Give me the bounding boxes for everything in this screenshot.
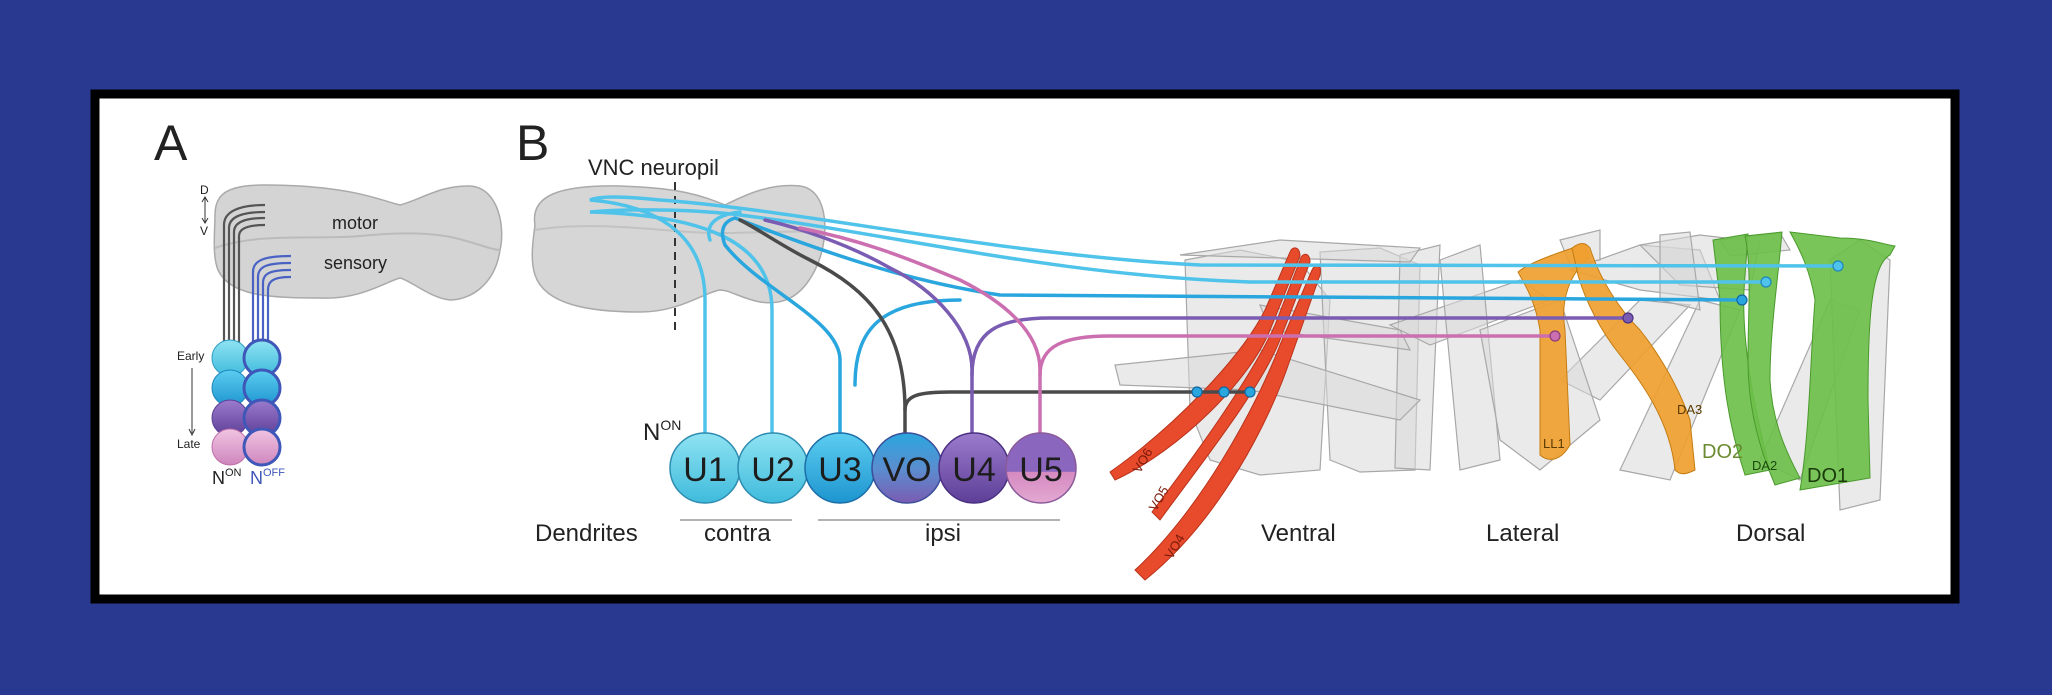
neuron-vo-label: VO: [882, 451, 931, 489]
ventral-label: V: [200, 224, 208, 238]
da3-label: DA3: [1677, 402, 1702, 417]
neuron-u3-label: U3: [818, 451, 861, 489]
do1-label: DO1: [1807, 465, 1848, 487]
neuron-u5: [1005, 432, 1077, 504]
dendrites-label: Dendrites: [535, 520, 638, 547]
motor-label: motor: [332, 213, 378, 233]
n-on-label-b: NON: [643, 417, 681, 446]
off-neuron-stack: [242, 338, 282, 467]
vnc-neuropil-a: [213, 184, 503, 301]
da2-label: DA2: [1752, 458, 1777, 473]
n-off-label-a: NOFF: [250, 467, 285, 488]
panel-a: A motor sensory D V Early Late: [154, 115, 503, 488]
figure-panel: [90, 89, 1960, 604]
ipsi-label: ipsi: [925, 520, 961, 547]
late-label: Late: [177, 437, 201, 451]
neuron-u2-label: U2: [751, 451, 794, 489]
panel-b-letter: B: [516, 115, 549, 171]
synapse-markers: [1191, 260, 1844, 398]
vnc-neuropil-label: VNC neuropil: [588, 155, 719, 180]
do2-label: DO2: [1702, 441, 1743, 463]
n-on-label-a: NON: [212, 467, 242, 488]
axon-u1: [589, 195, 1842, 442]
lateral-label: Lateral: [1486, 520, 1559, 547]
early-label: Early: [177, 349, 204, 363]
axon-u5: [798, 226, 1042, 442]
neuron-u1-label: U1: [683, 451, 726, 489]
ventral-label: Ventral: [1261, 520, 1336, 547]
muscle-da3: [1571, 243, 1696, 475]
dorsal-label: Dorsal: [1736, 520, 1805, 547]
neuron-labels: U1 U2 U3 VO U4 U5: [683, 451, 1062, 489]
muscle-da2: [1744, 231, 1801, 486]
muscle-vo6: [1109, 247, 1301, 481]
axon-u4: [763, 218, 974, 442]
sensory-label: sensory: [324, 253, 387, 273]
off-axons-a: [251, 254, 292, 345]
axon-u2: [589, 208, 1767, 442]
neuron-row: [669, 432, 1077, 504]
on-axons-a: [222, 203, 266, 345]
contra-label: contra: [704, 520, 771, 547]
dorsal-label: D: [200, 183, 209, 197]
axon-projections: [589, 195, 1842, 442]
panel-b: B VNC neuropil: [516, 115, 1896, 581]
on-neuron-stack: [211, 339, 249, 466]
motor-sensory-boundary: [214, 232, 501, 251]
ll1-label: LL1: [1543, 436, 1565, 451]
neuron-u5-label: U5: [1019, 451, 1062, 489]
neuron-u4-label: U4: [952, 451, 995, 489]
panel-a-letter: A: [154, 115, 188, 171]
dorsal-muscles: [1712, 231, 1896, 491]
muscle-do1: [1789, 231, 1896, 491]
